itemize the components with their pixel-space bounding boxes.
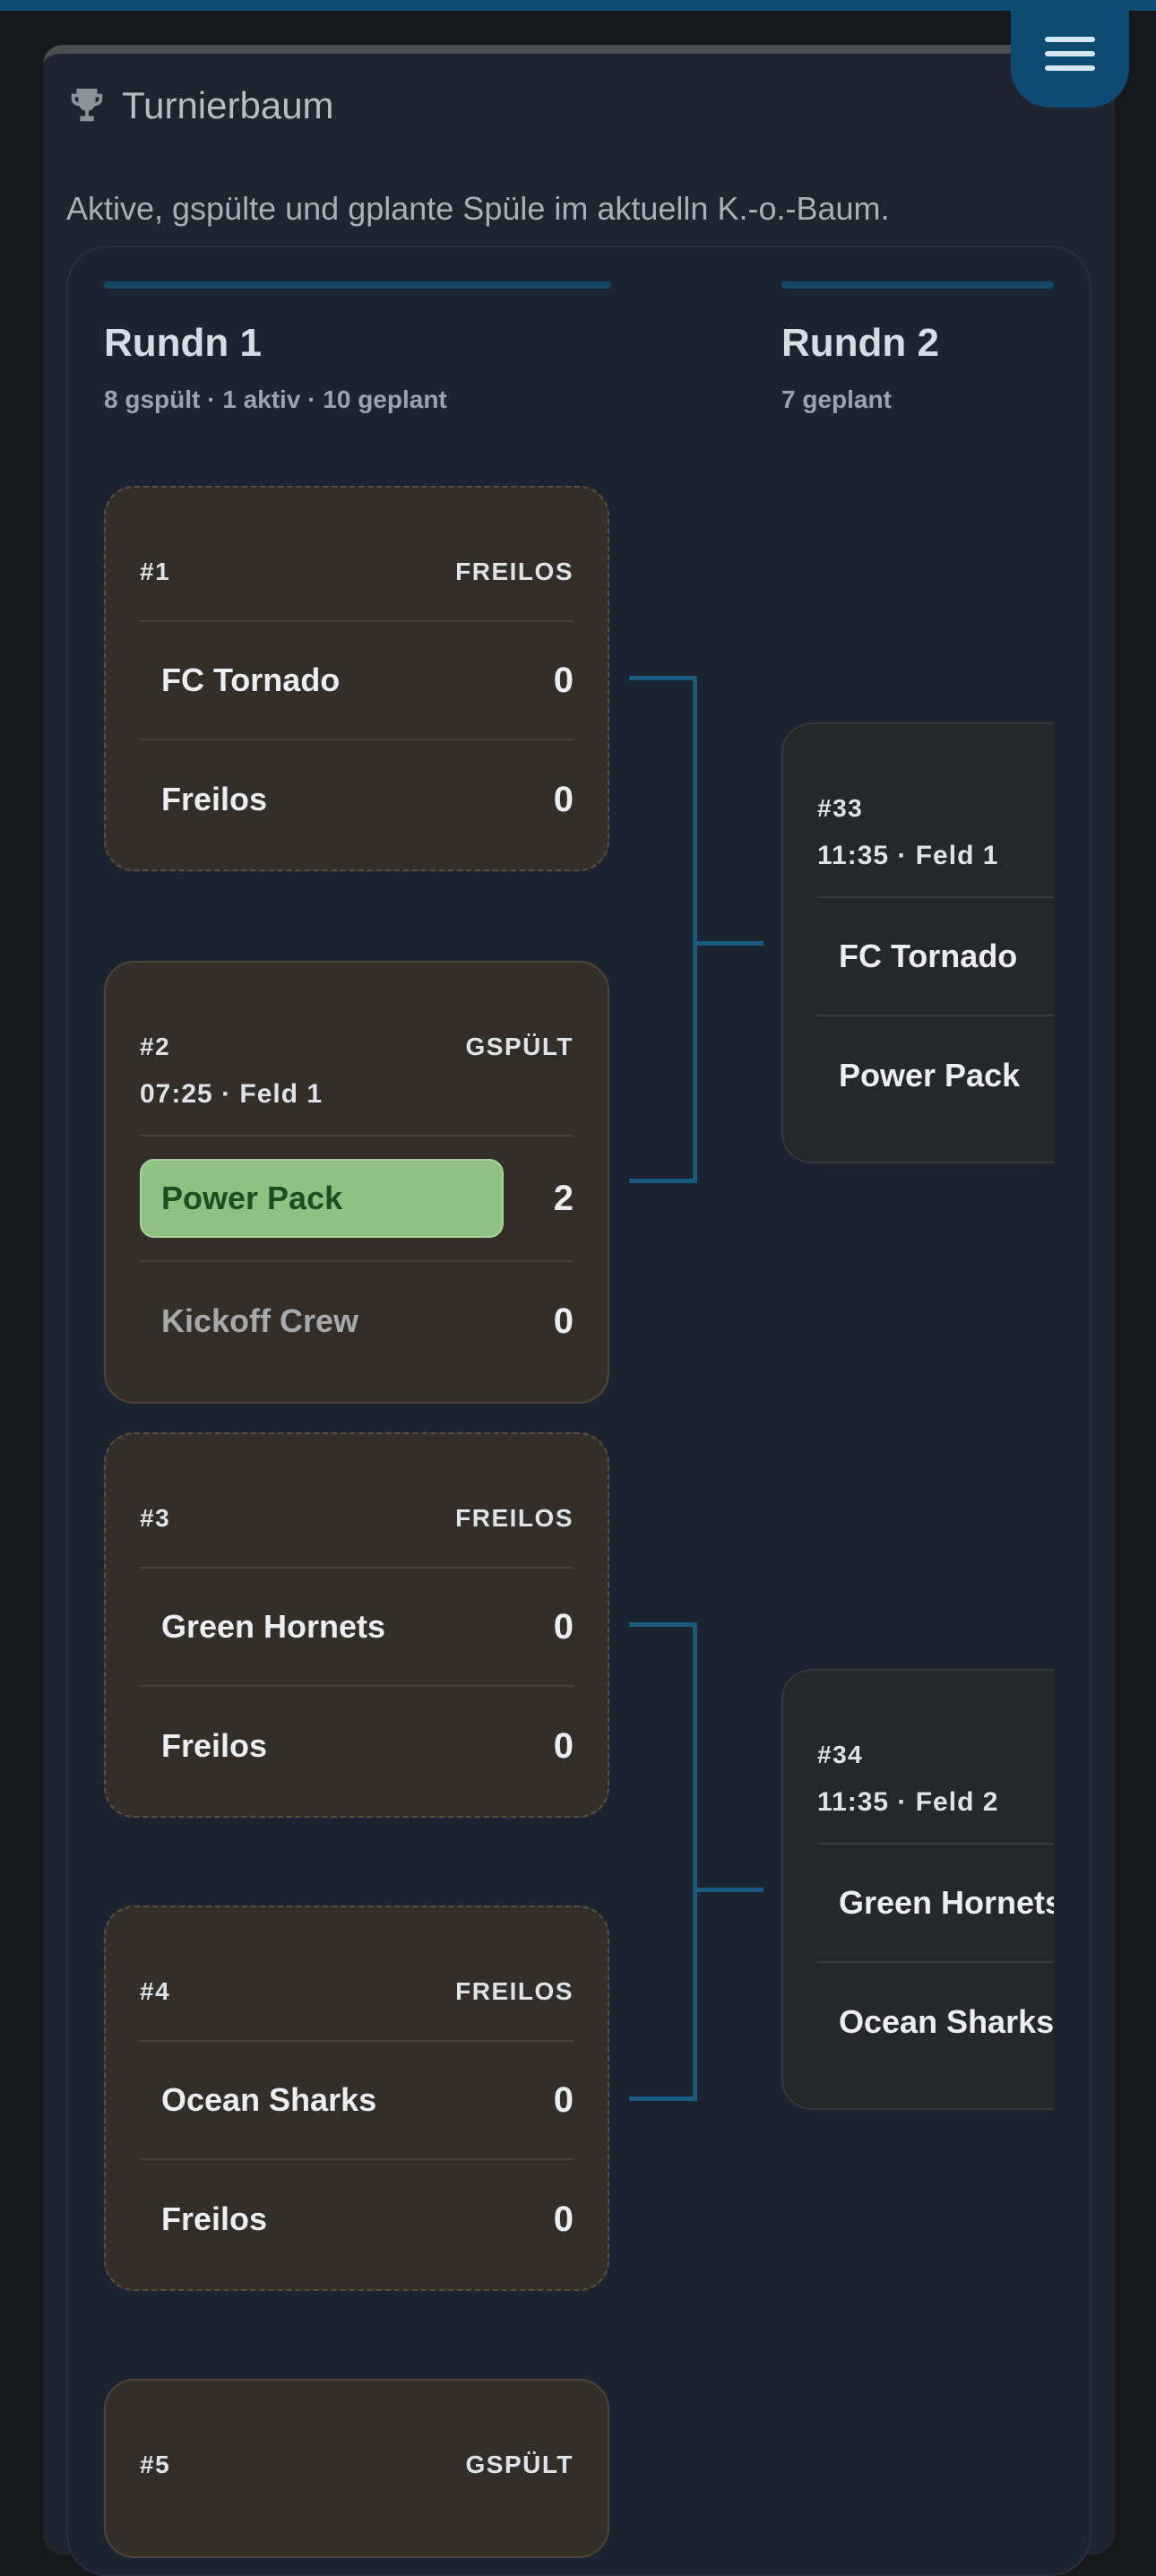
match-header: #2 GSPÜLT (140, 1033, 574, 1061)
bracket-connector-out-1 (695, 941, 763, 946)
team-row[interactable]: Kickoff Crew 0 (140, 1262, 574, 1380)
bracket-connector-1 (629, 676, 697, 1183)
match-status: FREILOS (455, 1977, 574, 2005)
team-name: FC Tornado (839, 938, 1018, 974)
round-2-name: Rundn 2 (781, 321, 939, 365)
team-score: 0 (553, 2079, 574, 2120)
trophy-icon (71, 88, 103, 122)
match-card-4[interactable]: #4 FREILOS Ocean Sharks 0 Freilos 0 (104, 1906, 609, 2291)
panel-title-text: Turnierbaum (122, 84, 334, 126)
match-number: #34 (817, 1741, 864, 1768)
team-row[interactable]: FC Tornado 0 (140, 622, 574, 740)
team-row[interactable]: Green Hornets (817, 1845, 1054, 1963)
team-score: 0 (553, 779, 574, 819)
match-status: GSPÜLT (465, 1033, 574, 1060)
match-status: GSPÜLT (465, 2451, 574, 2478)
team-score: 0 (553, 1725, 574, 1766)
match-time: 11:35 · Feld 1 (817, 841, 999, 870)
team-name: Freilos (161, 2200, 268, 2237)
round-2-header: Rundn 2 7 geplant (781, 281, 1054, 414)
panel-subtitle: Aktive, gspülte und gplante Spüle im akt… (66, 190, 890, 227)
match-number: #3 (140, 1504, 171, 1532)
match-card-2[interactable]: #2 GSPÜLT 07:25 · Feld 1 Power Pack 2 Ki… (104, 961, 609, 1404)
team-name: Ocean Sharks (839, 2003, 1054, 2040)
round-2-stats: 7 geplant (781, 385, 892, 413)
bracket-connector-2 (629, 1622, 697, 2101)
team-row[interactable]: Ocean Sharks (817, 1963, 1054, 2081)
match-card-3[interactable]: #3 FREILOS Green Hornets 0 Freilos 0 (104, 1432, 609, 1818)
menu-icon (1045, 37, 1095, 42)
team-row-winner[interactable]: Power Pack 2 (140, 1137, 574, 1262)
match-card-5[interactable]: #5 GSPÜLT (104, 2379, 609, 2558)
match-card-34[interactable]: #34 11:35 · Feld 2 Green Hornets Ocean S… (781, 1669, 1054, 2110)
team-name: FC Tornado (161, 661, 341, 698)
team-row[interactable]: Freilos 0 (140, 1687, 574, 1805)
team-score: 0 (553, 1606, 574, 1647)
match-time: 07:25 · Feld 1 (140, 1079, 324, 1109)
team-row[interactable]: Freilos 0 (140, 740, 574, 859)
match-number: #2 (140, 1033, 171, 1060)
match-header: #34 (817, 1741, 1054, 1769)
match-header: #1 FREILOS (140, 558, 574, 586)
match-number: #33 (817, 794, 864, 822)
panel-title: Turnierbaum (66, 79, 334, 133)
team-row[interactable]: Green Hornets 0 (140, 1569, 574, 1687)
round-1-header: Rundn 1 8 gspült · 1 aktiv · 10 geplant (104, 281, 611, 414)
top-accent-bar (0, 0, 1156, 11)
team-row[interactable]: Freilos 0 (140, 2160, 574, 2278)
team-name: Green Hornets (161, 1608, 386, 1645)
match-header: #33 (817, 794, 1054, 823)
match-card-1[interactable]: #1 FREILOS FC Tornado 0 Freilos 0 (104, 486, 609, 871)
round-1-bar (104, 281, 611, 289)
team-score: 0 (553, 1301, 574, 1341)
team-name: Power Pack (839, 1057, 1021, 1094)
match-number: #1 (140, 558, 171, 585)
team-name: Green Hornets (839, 1884, 1054, 1921)
match-status: FREILOS (455, 1504, 574, 1532)
team-name: Kickoff Crew (161, 1302, 359, 1339)
bracket-connector-out-2 (695, 1888, 763, 1892)
round-1-stats: 8 gspült · 1 aktiv · 10 geplant (104, 385, 447, 413)
team-row[interactable]: Power Pack (817, 1016, 1054, 1135)
winner-highlight: Power Pack (140, 1159, 504, 1238)
team-name: Power Pack (161, 1180, 343, 1216)
match-header: #3 FREILOS (140, 1504, 574, 1533)
match-number: #4 (140, 1977, 171, 2005)
round-2-bar (781, 281, 1054, 289)
menu-button[interactable] (1011, 0, 1129, 108)
match-time: 11:35 · Feld 2 (817, 1787, 999, 1817)
team-score: 2 (553, 1178, 574, 1218)
team-row[interactable]: FC Tornado (817, 898, 1054, 1016)
team-name: Freilos (161, 1727, 268, 1764)
team-name: Freilos (161, 781, 268, 817)
team-score: 0 (553, 660, 574, 700)
match-number: #5 (140, 2451, 171, 2478)
match-status: FREILOS (455, 558, 574, 585)
round-1-name: Rundn 1 (104, 321, 262, 365)
team-score: 0 (553, 2199, 574, 2239)
match-card-33[interactable]: #33 11:35 · Feld 1 FC Tornado Power Pack (781, 722, 1054, 1163)
match-header: #5 GSPÜLT (140, 2451, 574, 2479)
match-header: #4 FREILOS (140, 1977, 574, 2006)
team-name: Ocean Sharks (161, 2081, 377, 2118)
team-row[interactable]: Ocean Sharks 0 (140, 2042, 574, 2160)
